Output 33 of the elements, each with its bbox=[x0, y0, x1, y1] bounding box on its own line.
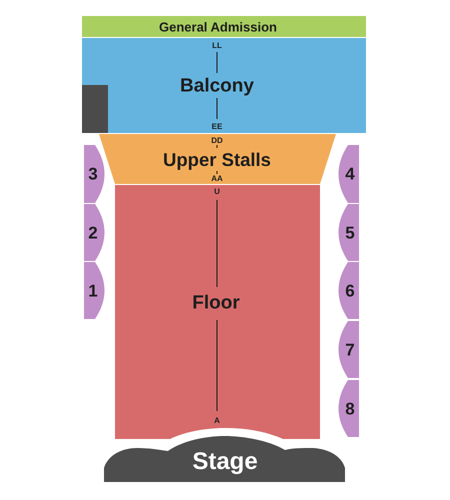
section-number: 3 bbox=[88, 166, 98, 182]
section-number: 1 bbox=[88, 282, 98, 299]
seating-section bbox=[338, 380, 359, 437]
seating-section bbox=[338, 204, 359, 261]
seating-section bbox=[115, 185, 320, 439]
seating-section bbox=[82, 16, 366, 37]
row-label: U bbox=[214, 188, 220, 196]
row-label: LL bbox=[212, 42, 222, 50]
seating-section bbox=[338, 262, 359, 319]
section-name: Floor bbox=[192, 294, 240, 312]
seating-section bbox=[82, 38, 366, 133]
section-number: 7 bbox=[345, 341, 355, 358]
seating-section bbox=[338, 145, 359, 203]
row-label: AA bbox=[211, 175, 223, 183]
stage-shape bbox=[104, 434, 345, 482]
section-number: 8 bbox=[345, 400, 355, 417]
seating-section bbox=[338, 321, 359, 378]
seating-section bbox=[84, 204, 105, 261]
section-name: Balcony bbox=[180, 76, 254, 96]
unlabeled-block bbox=[82, 85, 108, 133]
stage-label: Stage bbox=[192, 450, 258, 474]
section-name: General Admission bbox=[159, 20, 277, 34]
seating-section bbox=[99, 134, 336, 184]
section-number: 6 bbox=[345, 282, 355, 299]
seating-section bbox=[84, 262, 105, 319]
section-name: Upper Stalls bbox=[163, 150, 271, 170]
section-number: 4 bbox=[345, 166, 355, 182]
row-label: A bbox=[214, 417, 220, 425]
section-number: 5 bbox=[345, 224, 355, 241]
section-number: 2 bbox=[88, 224, 98, 241]
row-label: DD bbox=[211, 137, 223, 145]
row-label: EE bbox=[212, 123, 222, 131]
seating-section bbox=[84, 145, 105, 203]
